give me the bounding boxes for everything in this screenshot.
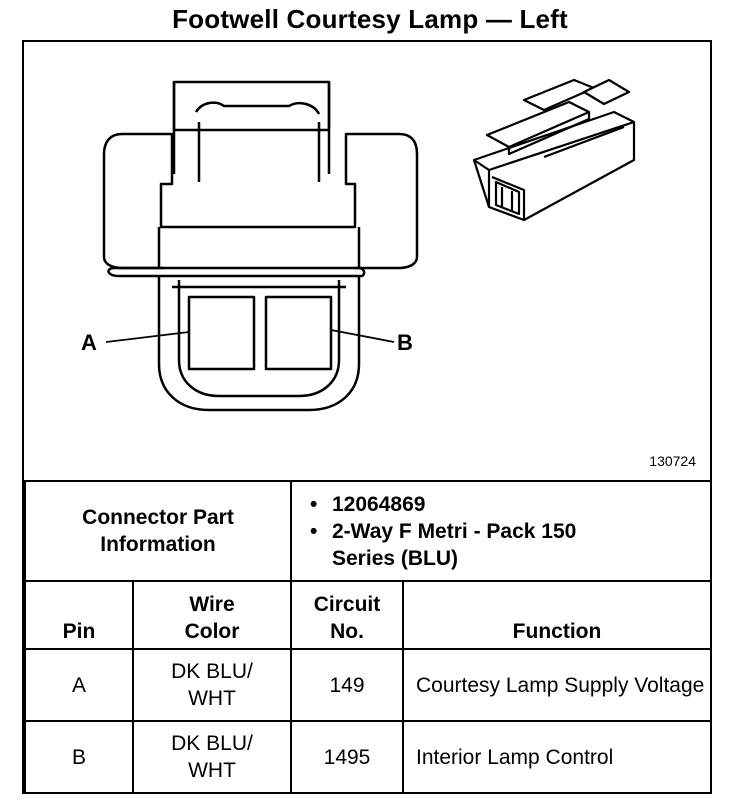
figure-id: 130724 [649,453,696,469]
circuit-cell: 1495 [290,720,404,794]
table-row: A DK BLU/ WHT 149 Courtesy Lamp Supply V… [24,648,712,722]
page-title: Footwell Courtesy Lamp — Left [172,4,568,34]
pin-table: Pin Wire Color Circuit No. Function A DK… [24,580,712,794]
connector-figure: A B 130724 [24,42,710,480]
connector-face-icon [102,78,636,412]
part-number: 12064869 [310,491,710,518]
wire-color-cell: DK BLU/ WHT [132,720,292,794]
pin-b-label: B [397,330,413,355]
function-cell: Courtesy Lamp Supply Voltage [402,648,712,722]
pin-cell: B [24,720,134,794]
connector-info-table: Connector Part Information 12064869 2-Wa… [24,480,712,582]
pin-cell: A [24,648,134,722]
table-row: B DK BLU/ WHT 1495 Interior Lamp Control [24,720,712,794]
connector-info-label: Connector Part Information [24,480,292,582]
pin-a-label: A [81,330,97,355]
header-wire-color: Wire Color [132,580,292,650]
connector-sheet: A B 130724 Connector Part Information 12… [22,40,712,794]
header-function: Function [402,580,712,650]
connector-info-values: 12064869 2-Way F Metri - Pack 150 Series… [290,480,712,582]
function-cell: Interior Lamp Control [402,720,712,794]
header-circuit: Circuit No. [290,580,404,650]
circuit-cell: 149 [290,648,404,722]
header-pin: Pin [24,580,134,650]
wire-color-cell: DK BLU/ WHT [132,648,292,722]
connector-isometric-icon [472,78,636,222]
pin-table-header: Pin Wire Color Circuit No. Function [24,580,712,650]
connector-type: 2-Way F Metri - Pack 150 Series (BLU) [310,518,602,572]
